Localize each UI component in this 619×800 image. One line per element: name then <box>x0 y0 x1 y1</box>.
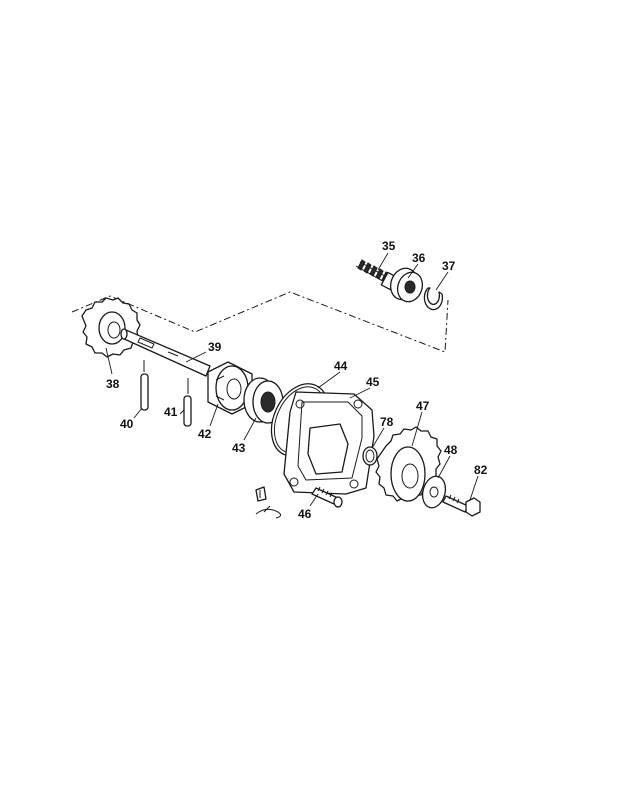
callout-39: 39 <box>208 340 222 354</box>
callout-46: 46 <box>298 507 312 521</box>
part-45-housing-cover <box>283 391 375 495</box>
part-38-drive-gear <box>81 297 141 358</box>
callout-47: 47 <box>416 399 430 413</box>
part-37-snap-ring <box>423 287 444 311</box>
callout-38: 38 <box>106 377 120 391</box>
part-41-pin <box>183 378 192 427</box>
callout-43: 43 <box>232 441 246 455</box>
part-46-bolt <box>311 486 343 508</box>
part-42-hub-flange <box>207 361 253 415</box>
part-40-key <box>140 360 149 411</box>
assembly-reference-line <box>71 291 449 353</box>
callout-48: 48 <box>444 443 458 457</box>
callout-44: 44 <box>334 359 348 373</box>
part-39-main-shaft <box>120 328 211 377</box>
loose-clip-parts <box>255 486 282 519</box>
callout-36: 36 <box>412 251 426 265</box>
part-78-small-o-ring <box>362 446 378 466</box>
callout-41: 41 <box>164 405 178 419</box>
part-48-washer <box>421 475 447 509</box>
callout-labels: 35 36 37 38 39 40 41 42 43 44 45 78 47 4… <box>106 239 488 521</box>
leader-lines <box>105 252 479 507</box>
part-36-bearing <box>389 267 424 303</box>
callout-40: 40 <box>120 417 134 431</box>
callout-37: 37 <box>442 259 456 273</box>
callout-35: 35 <box>382 239 396 253</box>
callout-42: 42 <box>198 427 212 441</box>
part-47-driven-gear <box>375 426 442 502</box>
callout-78: 78 <box>380 415 394 429</box>
callout-45: 45 <box>366 375 380 389</box>
part-82-hex-bolt <box>442 494 481 517</box>
callout-82: 82 <box>474 463 488 477</box>
